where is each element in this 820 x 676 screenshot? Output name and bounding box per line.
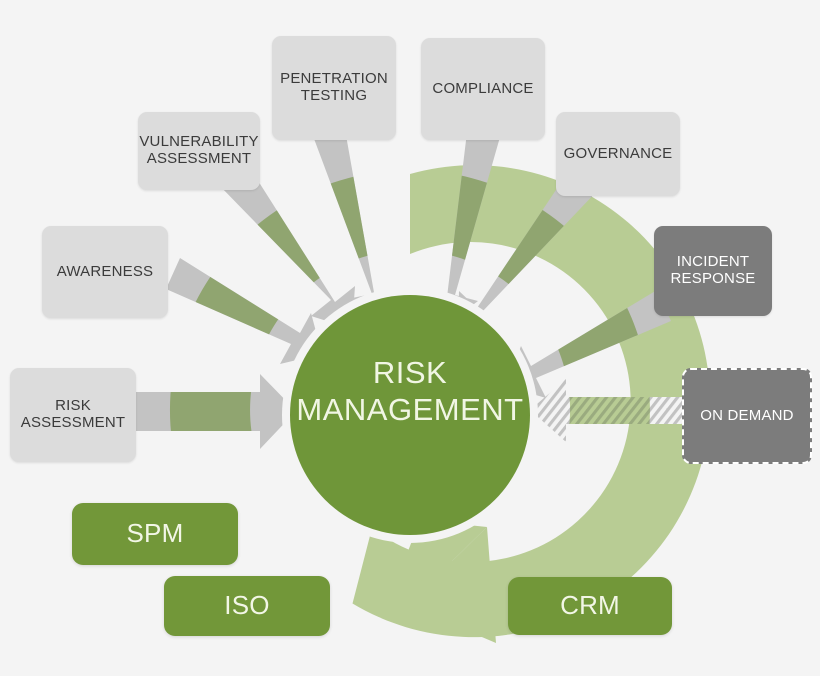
node-penetration-testing-label: PENETRATION TESTING	[280, 70, 388, 104]
center-hub	[282, 287, 538, 543]
node-crm-label: CRM	[560, 590, 620, 621]
node-crm[interactable]: CRM	[508, 577, 672, 635]
node-vulnerability-assessment[interactable]: VULNERABILITY ASSESSMENT	[138, 112, 260, 190]
node-spm-label: SPM	[126, 518, 184, 549]
node-governance-label: GOVERNANCE	[563, 144, 673, 162]
node-spm[interactable]: SPM	[72, 503, 238, 565]
node-incident-response-label: INCIDENT RESPONSE	[670, 253, 756, 287]
node-governance[interactable]: GOVERNANCE	[556, 112, 680, 196]
node-compliance[interactable]: COMPLIANCE	[421, 38, 545, 140]
node-awareness-label: AWARENESS	[56, 262, 154, 280]
node-compliance-label: COMPLIANCE	[432, 79, 534, 97]
node-risk-assessment[interactable]: RISK ASSESSMENT	[10, 368, 136, 462]
node-awareness[interactable]: AWARENESS	[42, 226, 168, 318]
node-vulnerability-assessment-label: VULNERABILITY ASSESSMENT	[139, 133, 259, 167]
node-on-demand[interactable]: ON DEMAND	[682, 368, 812, 464]
node-incident-response[interactable]: INCIDENT RESPONSE	[654, 226, 772, 316]
node-penetration-testing[interactable]: PENETRATION TESTING	[272, 36, 396, 140]
node-iso-label: ISO	[224, 590, 270, 621]
node-risk-assessment-label: RISK ASSESSMENT	[20, 397, 126, 431]
node-iso[interactable]: ISO	[164, 576, 330, 636]
arrow-on-demand	[530, 379, 690, 442]
node-on-demand-label: ON DEMAND	[700, 406, 794, 424]
